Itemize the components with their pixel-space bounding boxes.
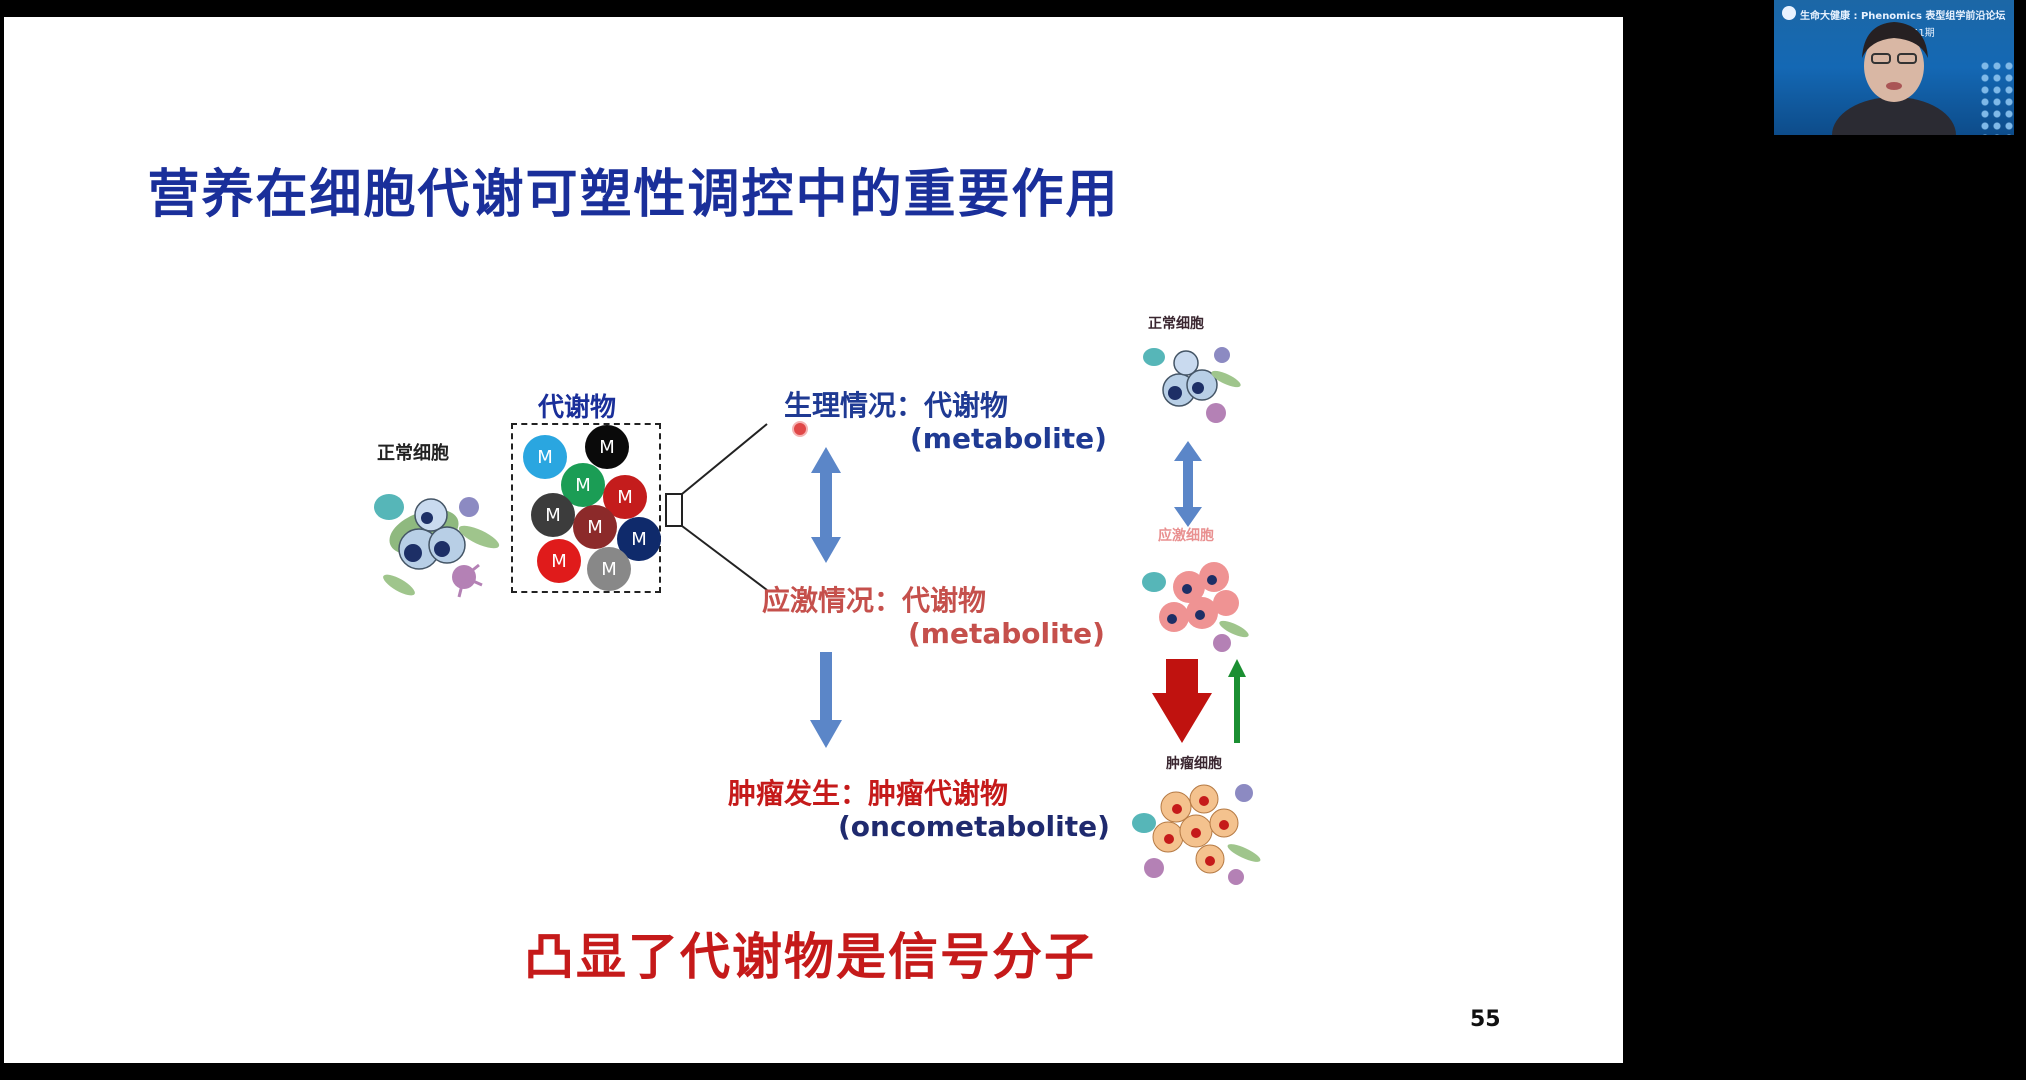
decorative-dots: [1979, 60, 2014, 135]
metabolite-ball: M: [561, 463, 605, 507]
connector-lines: [665, 423, 768, 591]
right-normal-cell-label: 正常细胞: [1148, 316, 1204, 332]
metabolite-box: M M M M M M M M M: [511, 423, 661, 593]
metabolite-ball: M: [537, 539, 581, 583]
oncometabolite-en: (oncometabolite): [838, 810, 1110, 843]
page-number: 55: [1470, 1007, 1501, 1032]
conclusion-text: 凸显了代谢物是信号分子: [524, 928, 1096, 986]
metabolite-ball: M: [523, 435, 567, 479]
laser-pointer-dot: [792, 421, 808, 437]
double-arrow-right: [1174, 441, 1202, 527]
metabolite-ball: M: [587, 547, 631, 591]
right-stress-cell-image: [1142, 562, 1249, 652]
metabolite-ball: M: [585, 425, 629, 469]
metabolite-label: 代谢物: [538, 393, 617, 423]
physiology-metabolite-en: (metabolite): [910, 422, 1107, 455]
double-arrow-center: [811, 447, 841, 563]
slide-title: 营养在细胞代谢可塑性调控中的重要作用: [147, 165, 1120, 225]
red-green-arrows: [1152, 659, 1246, 743]
right-tumor-cell-label: 肿瘤细胞: [1166, 756, 1222, 772]
presentation-slide: 营养在细胞代谢可塑性调控中的重要作用 正常细胞 代谢物 M M M M M M …: [4, 17, 1623, 1063]
webcam-overlay: 生命大健康 : Phenomics 表型组学前沿论坛 第51期: [1774, 0, 2014, 135]
stress-metabolite-en: (metabolite): [908, 617, 1105, 650]
metabolite-ball: M: [573, 505, 617, 549]
right-normal-cell-image: [1143, 347, 1241, 423]
forum-logo-icon: [1782, 6, 1796, 20]
speaker-video: [1832, 22, 1956, 135]
metabolite-ball: M: [531, 493, 575, 537]
webcam-banner-title: 生命大健康 : Phenomics 表型组学前沿论坛: [1800, 11, 2006, 22]
tumor-label: 肿瘤发生：肿瘤代谢物: [728, 777, 1009, 810]
right-stress-cell-label: 应激细胞: [1158, 528, 1214, 544]
physiology-label: 生理情况：代谢物: [784, 389, 1009, 422]
stress-label: 应激情况：代谢物: [762, 584, 987, 617]
right-tumor-cell-image: [1132, 784, 1261, 885]
down-arrow-center: [810, 652, 842, 748]
normal-cell-cluster-image: [374, 494, 500, 598]
normal-cell-label: 正常细胞: [377, 443, 449, 464]
